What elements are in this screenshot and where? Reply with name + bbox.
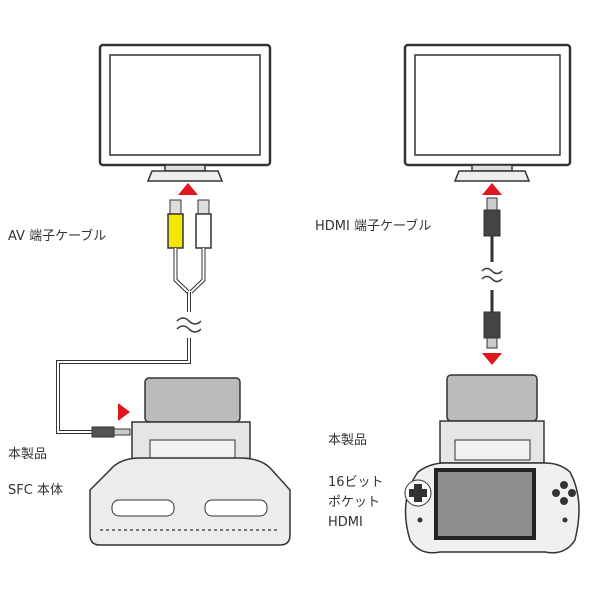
right-tv (403, 43, 572, 182)
handheld-label-line: HDMI (328, 515, 363, 530)
handheld-label-line: ポケット (328, 495, 381, 510)
rca-plugs (167, 199, 212, 294)
left-product-label: 本製品 (8, 447, 48, 462)
handheld-adapter (439, 374, 545, 464)
right-up-arrow (482, 183, 502, 195)
sfc-adapter (131, 377, 251, 463)
left-right-arrow (118, 403, 130, 421)
right-down-arrow (482, 353, 502, 365)
hdmi-cable (481, 197, 503, 349)
handheld-label-line: 16ビット (328, 475, 384, 490)
av-cable-label: AV 端子ケーブル (8, 229, 107, 244)
right-product-label: 本製品 (328, 433, 368, 448)
sfc-console (89, 457, 291, 546)
left-up-arrow (178, 183, 198, 195)
av-cable (56, 292, 202, 438)
hdmi-cable-label: HDMI 端子ケーブル (315, 219, 432, 234)
sfc-console-label: SFC 本体 (8, 483, 63, 498)
left-tv (98, 43, 272, 182)
handheld-label: 16ビット ポケット HDMI (328, 473, 384, 533)
handheld-console (404, 462, 580, 554)
